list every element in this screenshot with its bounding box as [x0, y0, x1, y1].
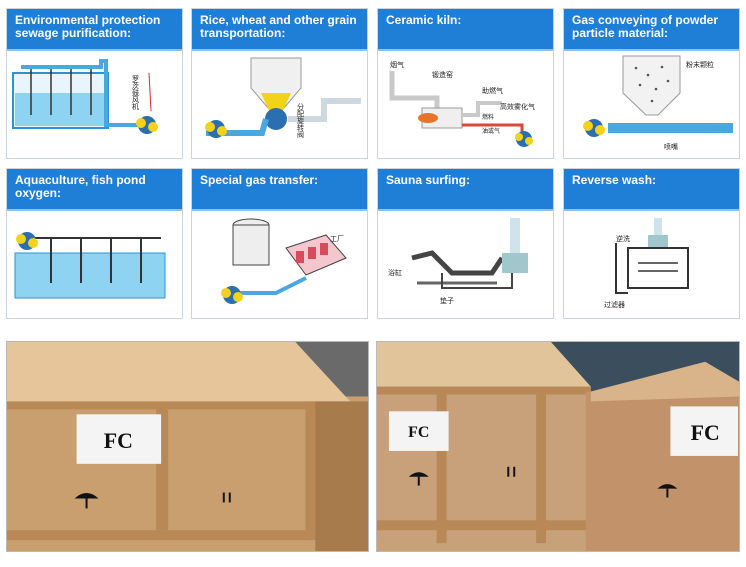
card-title: Aquaculture, fish pond oxygen: — [7, 169, 182, 211]
special-gas-diagram: 工厂 — [196, 213, 363, 315]
aquaculture-diagram — [11, 213, 178, 315]
kiln-diagram: 烟气 锻造窑 助燃气 高效雾化气 燃料 油或气 — [382, 53, 549, 155]
umbrella-icon — [74, 493, 99, 509]
application-card-sewage: Environmental protection sewage purifica… — [6, 8, 183, 159]
card-title: Gas conveying of powder particle materia… — [564, 9, 739, 51]
umbrella-icon — [408, 472, 678, 498]
crate-photo-left: FC — [6, 341, 369, 552]
label-combustion-air: 助燃气 — [482, 86, 503, 95]
application-card-sauna: Sauna surfing: 浴缸 垫子 — [377, 168, 554, 319]
crate-label-card-left — [388, 411, 449, 451]
arrows-up-icon — [507, 466, 516, 477]
label-powder-particles: 粉末颗粒 — [686, 60, 714, 69]
crate-label-card — [76, 414, 162, 464]
label-roots-blower: 罗茨鼓风机 — [132, 75, 140, 111]
crate-photo-right: FC FC — [376, 341, 740, 552]
application-card-kiln: Ceramic kiln: 烟气 锻造窑 助燃气 高效雾化气 燃料 油或气 — [377, 8, 554, 159]
powder-diagram: 粉末颗粒 喷嘴 — [568, 53, 735, 155]
label-kiln: 锻造窑 — [432, 70, 453, 79]
card-title: Sauna surfing: — [378, 169, 553, 211]
application-card-aquaculture: Aquaculture, fish pond oxygen: — [6, 168, 183, 319]
label-fuel: 燃料 — [482, 113, 494, 121]
card-title: Special gas transfer: — [192, 169, 367, 211]
application-card-grain: Rice, wheat and other grain transportati… — [191, 8, 368, 159]
label-flue-gas: 烟气 — [390, 60, 404, 69]
label-cushion: 垫子 — [440, 296, 454, 305]
application-card-reverse-wash: Reverse wash: 逆洗 过滤器 — [563, 168, 740, 319]
crate-label-right: FC — [691, 421, 720, 445]
crate-label-left: FC — [408, 424, 429, 441]
label-factory: 工厂 — [330, 235, 344, 243]
card-title: Ceramic kiln: — [378, 9, 553, 51]
label-oil-or-gas: 油或气 — [482, 127, 500, 135]
sauna-diagram: 浴缸 垫子 — [382, 213, 549, 315]
card-title: Environmental protection sewage purifica… — [7, 9, 182, 51]
reverse-wash-diagram: 逆洗 过滤器 — [568, 213, 735, 315]
crate-label: FC — [104, 429, 133, 453]
application-card-special-gas: Special gas transfer: 工厂 — [191, 168, 368, 319]
crate-label-card-right — [670, 406, 739, 456]
label-rotary-valve: 分配旋转阀 — [297, 102, 305, 139]
sewage-diagram: 罗茨鼓风机 — [11, 53, 178, 155]
label-bathtub: 浴缸 — [388, 268, 402, 277]
label-atomizing-air: 高效雾化气 — [500, 102, 535, 111]
grain-diagram: 分配旋转阀 — [196, 53, 363, 155]
label-backwash: 逆洗 — [616, 234, 630, 243]
application-card-powder: Gas conveying of powder particle materia… — [563, 8, 740, 159]
arrows-up-icon — [222, 492, 231, 503]
label-nozzle: 喷嘴 — [664, 142, 678, 151]
label-filter: 过滤器 — [604, 300, 625, 309]
card-title: Reverse wash: — [564, 169, 739, 211]
card-title: Rice, wheat and other grain transportati… — [192, 9, 367, 51]
